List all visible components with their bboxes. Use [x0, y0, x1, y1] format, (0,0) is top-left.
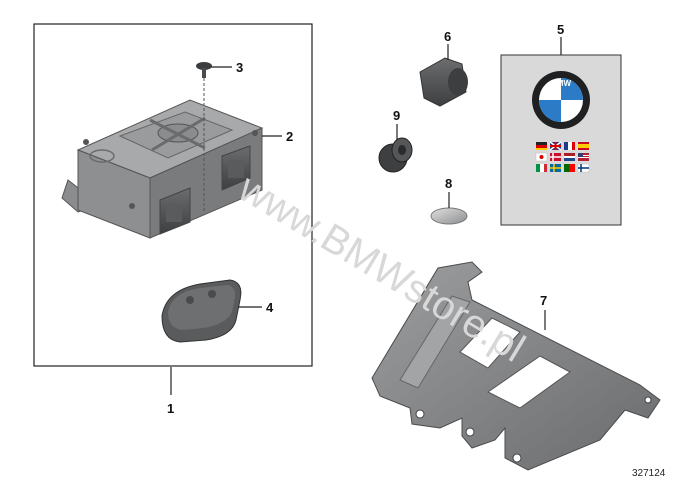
callout-7: 7: [540, 293, 547, 308]
part-4-remote: [161, 279, 242, 343]
callout-5: 5: [557, 22, 564, 37]
part-8-battery: [430, 207, 468, 225]
callout-4: 4: [266, 300, 274, 315]
leader-lines: [170, 37, 562, 395]
flag-icons: [535, 141, 590, 173]
part-5-manual: BMW: [500, 54, 622, 226]
part-7-bracket: [371, 261, 661, 471]
kit-frame: [33, 23, 313, 367]
part-6-cap: [419, 57, 468, 107]
bmw-logo: BMW: [532, 71, 590, 129]
callout-1: 1: [167, 401, 174, 416]
svg-text:BMW: BMW: [551, 79, 571, 88]
reference-number: 327124: [632, 468, 666, 479]
callout-6: 6: [444, 29, 451, 44]
watermark: www.BMWstore.pl: [231, 165, 533, 370]
callout-3: 3: [236, 60, 243, 75]
callout-8: 8: [445, 176, 452, 191]
part-2-control-unit: [61, 99, 264, 239]
part-9-grommet: [378, 137, 413, 173]
part-3-screw: [196, 62, 212, 212]
callout-2: 2: [286, 129, 293, 144]
callout-9: 9: [393, 108, 400, 123]
